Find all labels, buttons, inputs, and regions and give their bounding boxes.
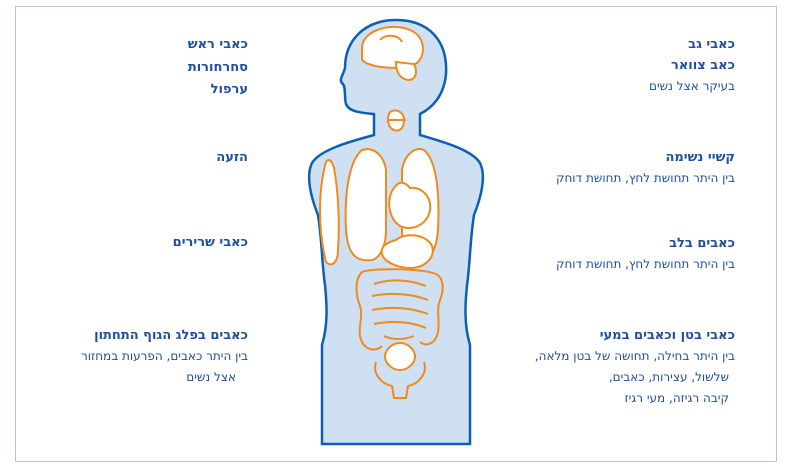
pelvic-line-2: אצל נשים (81, 367, 236, 388)
back-pain-text: כאבי גב (688, 34, 735, 55)
label-headache: כאבי ראש (188, 34, 248, 55)
breathing-title: קשיי נשימה (556, 147, 735, 168)
label-back-pain: כאבי גב (688, 34, 735, 55)
gut-title: כאבי בטן וכאבים במעי (535, 325, 735, 346)
label-muscle-pain: כאבי שרירים (173, 232, 248, 253)
dizziness-text: סחרחורות (188, 57, 248, 78)
drowsiness-text: ערפול (211, 79, 248, 100)
breathing-sub: בין היתר תחושת לחץ, תחושת דוחק (556, 168, 735, 189)
headache-text: כאבי ראש (188, 34, 248, 55)
neck-pain-sub: בעיקר אצל נשים (649, 76, 735, 97)
label-sweating: הזעה (216, 147, 248, 168)
label-drowsiness: ערפול (211, 79, 248, 100)
heart-title: כאבים בלב (556, 233, 735, 254)
neck-pain-text: כאב צוואר (649, 55, 735, 76)
heart-sub: בין היתר תחושת לחץ, תחושת דוחק (556, 254, 735, 275)
label-heart-pain: כאבים בלב בין היתר תחושת לחץ, תחושת דוחק (556, 233, 735, 275)
muscle-pain-text: כאבי שרירים (173, 232, 248, 253)
gut-line-3: קיבה רגיזה, מעי רגיז (535, 388, 729, 409)
label-gut-pain: כאבי בטן וכאבים במעי בין היתר בחילה, תחו… (535, 325, 735, 409)
label-breathing: קשיי נשימה בין היתר תחושת לחץ, תחושת דוח… (556, 147, 735, 189)
gut-line-2: שלשול, עצירות, כאבים, (535, 367, 729, 388)
label-dizziness: סחרחורות (188, 57, 248, 78)
pelvic-line-1: בין היתר כאבים, הפרעות במחזור (81, 346, 248, 367)
label-lower-body-pain: כאבים בפלג הגוף התחתון בין היתר כאבים, ה… (81, 325, 248, 388)
gut-line-1: בין היתר בחילה, תחושה של בטן מלאה, (535, 346, 735, 367)
sweating-text: הזעה (216, 147, 248, 168)
pelvic-title: כאבים בפלג הגוף התחתון (81, 325, 248, 346)
label-neck-pain: כאב צוואר בעיקר אצל נשים (649, 55, 735, 97)
kidney (320, 160, 339, 264)
